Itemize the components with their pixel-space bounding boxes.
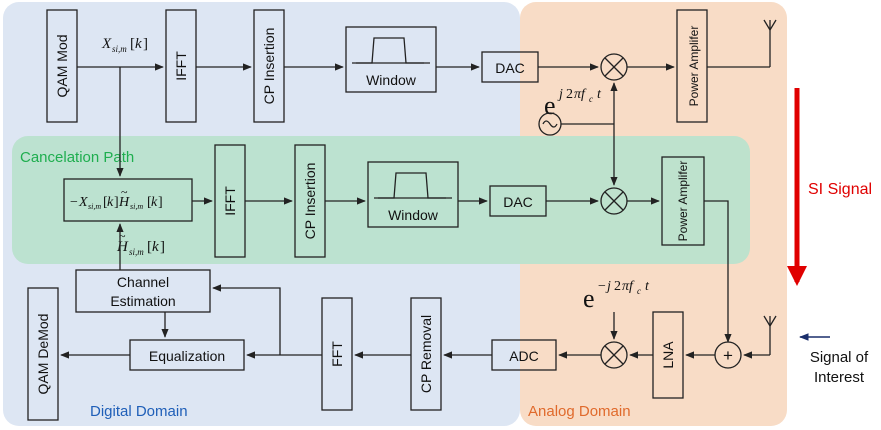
channel-estimation-label-1: Channel	[117, 274, 169, 290]
svg-text:k: k	[152, 239, 159, 255]
svg-text:πf: πf	[622, 279, 635, 294]
cancelation-path-label: Cancelation Path	[20, 149, 134, 166]
tx-antenna-icon	[763, 19, 777, 67]
cancel-product-label: − X si,m [ k ] H ~ si,m [ k ]	[70, 185, 163, 211]
rx-antenna-icon	[763, 315, 777, 355]
svg-text:X: X	[78, 195, 88, 210]
svg-text:j: j	[557, 87, 563, 102]
svg-text:X: X	[101, 36, 112, 52]
svg-text:~: ~	[119, 229, 126, 243]
lna-label: LNA	[660, 341, 676, 369]
channel-estimation-label-2: Estimation	[110, 293, 175, 309]
tx-ifft-block	[165, 9, 197, 123]
svg-text:2: 2	[614, 279, 621, 294]
svg-text:j: j	[605, 279, 611, 294]
cancel-window-label: Window	[388, 207, 439, 223]
svg-text:si,m: si,m	[130, 202, 143, 211]
channel-estimation-block	[75, 269, 211, 313]
svg-text:si,m: si,m	[112, 44, 127, 54]
adder-label: +	[723, 346, 733, 365]
adc-label: ADC	[509, 348, 539, 364]
svg-text:k: k	[135, 36, 142, 52]
svg-text:~: ~	[121, 185, 128, 199]
analog-domain-label: Analog Domain	[528, 403, 631, 420]
cancel-cp-insertion-label: CP Insertion	[302, 163, 318, 240]
rx-carrier-label: e − j 2 πf c t	[583, 279, 650, 313]
svg-text:[: [	[130, 36, 135, 52]
svg-text:[: [	[147, 239, 152, 255]
svg-text:]: ]	[114, 195, 119, 210]
svg-text:H: H	[116, 239, 129, 255]
svg-text:H: H	[118, 195, 130, 210]
cancelation-path-region	[12, 136, 750, 264]
signal-of-interest-label-2: Interest	[814, 369, 865, 386]
qam-mod-block	[46, 9, 78, 123]
svg-text:e: e	[583, 284, 595, 313]
tx-ifft-label: IFFT	[173, 51, 189, 81]
svg-text:c: c	[589, 94, 593, 104]
svg-text:k: k	[107, 195, 114, 210]
si-signal-label: SI Signal	[808, 181, 872, 198]
signal-of-interest-label-1: Signal of	[810, 349, 869, 366]
cancel-power-amp-label: Power Amplifer	[676, 161, 690, 242]
svg-text:]: ]	[143, 36, 148, 52]
tx-power-amp-label: Power Amplifer	[687, 26, 701, 107]
cp-removal-block	[410, 297, 442, 411]
svg-text:k: k	[151, 195, 158, 210]
tx-signal-label: X si,m [ k ]	[101, 36, 148, 54]
cancel-window-block	[367, 161, 459, 228]
tx-carrier-label: e j 2 πf c t	[544, 87, 602, 120]
qam-demod-label: QAM DeMod	[35, 314, 51, 395]
tx-power-amp-block	[676, 9, 708, 123]
svg-text:c: c	[637, 286, 641, 296]
fft-block	[321, 297, 353, 411]
cancel-product-block	[63, 178, 193, 222]
qam-demod-block	[27, 287, 59, 421]
svg-text:]: ]	[158, 195, 163, 210]
tx-cp-insertion-label: CP Insertion	[261, 28, 277, 105]
digital-domain-label: Digital Domain	[90, 403, 188, 420]
tx-window-block	[345, 26, 437, 93]
tx-dac-label: DAC	[495, 60, 525, 76]
tx-window-label: Window	[366, 72, 417, 88]
svg-text:[: [	[103, 195, 108, 210]
svg-text:−: −	[70, 195, 78, 210]
svg-text:πf: πf	[574, 87, 587, 102]
cancel-dac-label: DAC	[503, 194, 533, 210]
fft-label: FFT	[329, 341, 345, 367]
tx-cp-insertion-block	[253, 9, 285, 123]
svg-text:[: [	[147, 195, 152, 210]
svg-text:t: t	[597, 87, 602, 102]
svg-text:2: 2	[566, 87, 573, 102]
equalization-label: Equalization	[149, 348, 225, 364]
svg-text:−: −	[598, 279, 606, 294]
svg-text:e: e	[544, 91, 556, 120]
cp-removal-label: CP Removal	[418, 315, 434, 393]
cancel-ifft-label: IFFT	[222, 186, 238, 216]
svg-text:si,m: si,m	[129, 247, 144, 257]
svg-text:si,m: si,m	[88, 202, 101, 211]
channel-estimate-label: H ~ si,m [ k ]	[116, 229, 165, 257]
svg-text:t: t	[645, 279, 650, 294]
svg-text:]: ]	[160, 239, 165, 255]
qam-mod-label: QAM Mod	[54, 34, 70, 97]
